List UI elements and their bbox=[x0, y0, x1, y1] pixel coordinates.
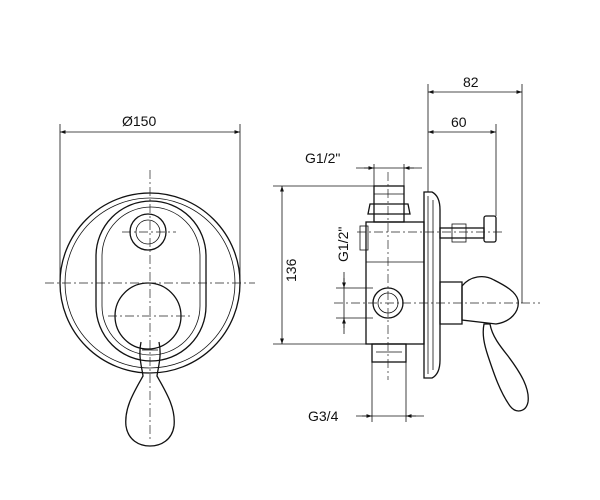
diverter-collar bbox=[451, 223, 467, 243]
dim136-label: 136 bbox=[283, 258, 299, 282]
valve-body bbox=[365, 221, 425, 345]
handle-cap-side bbox=[461, 275, 519, 325]
dia-150-label: Ø150 bbox=[122, 113, 156, 129]
diverter-cap bbox=[483, 215, 497, 243]
wall-plate bbox=[423, 191, 441, 379]
bottom-outlet bbox=[371, 343, 407, 363]
dim60-label: 60 bbox=[451, 114, 467, 130]
handle-lever-side bbox=[482, 323, 529, 412]
valve-body-flange bbox=[359, 225, 369, 251]
top-outlet-nut bbox=[367, 203, 411, 215]
front-oval-inner bbox=[101, 206, 201, 356]
thread-top-label: G1/2" bbox=[305, 150, 340, 166]
side-view: 82 60 136 G1/2" G1/2" G3/4 bbox=[273, 74, 540, 424]
dim82-label: 82 bbox=[463, 74, 479, 90]
front-view: Ø150 bbox=[45, 113, 255, 447]
handle-hub-side bbox=[439, 281, 463, 325]
thread-mid-label: G1/2" bbox=[335, 227, 351, 262]
thread-bottom-label: G3/4 bbox=[308, 408, 339, 424]
main-handle-lever bbox=[125, 341, 175, 447]
diverter-spindle bbox=[439, 227, 485, 239]
front-oval-escutcheon bbox=[95, 200, 207, 362]
